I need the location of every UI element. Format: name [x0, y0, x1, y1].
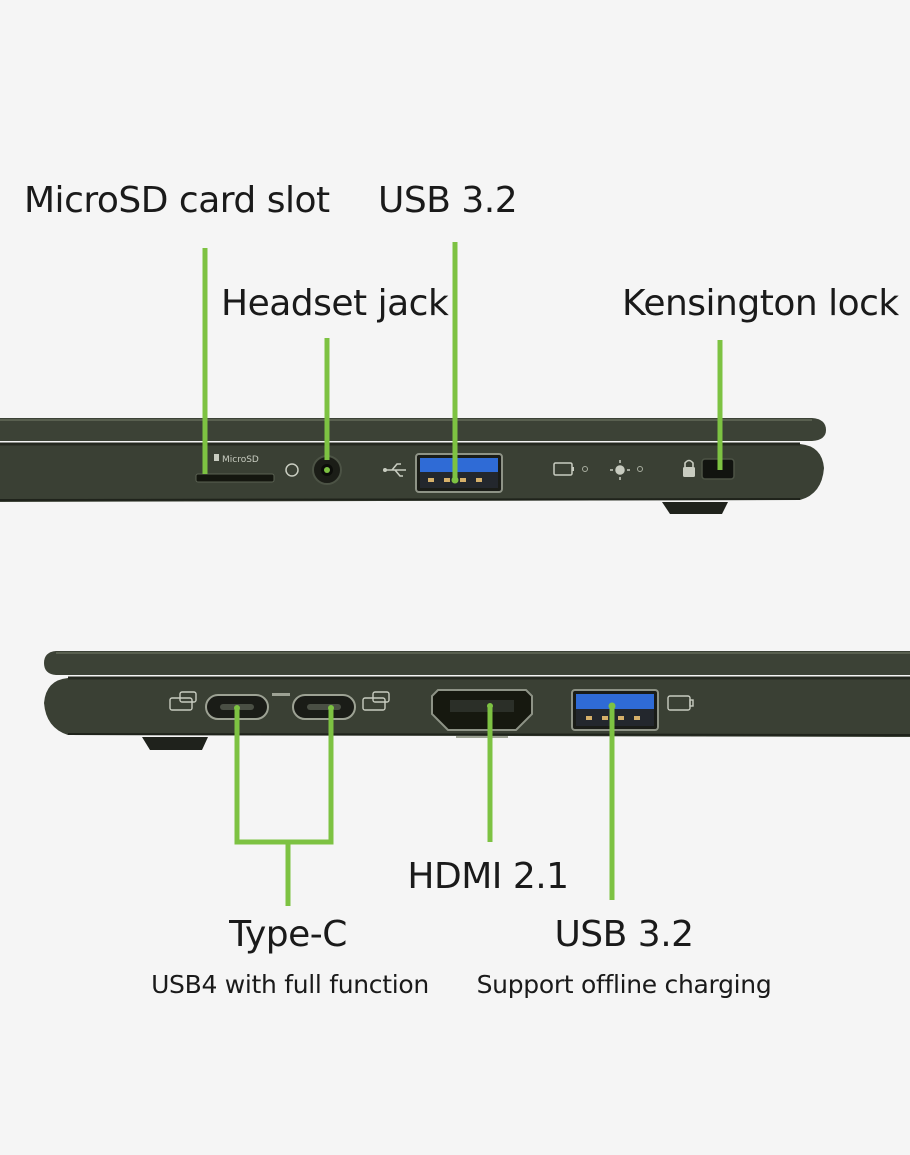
- laptop-left-side: MicroSD: [0, 418, 826, 514]
- headset-icon: [285, 463, 299, 477]
- label-headset: Headset jack: [221, 283, 449, 324]
- usb-icon: [383, 463, 406, 477]
- base-edge: [0, 498, 801, 501]
- label-typec-sub: USB4 with full function: [151, 970, 429, 999]
- microsd-slot: MicroSD: [195, 454, 275, 483]
- laptop-base: [0, 444, 824, 502]
- label-kensington: Kensington lock: [622, 283, 899, 324]
- lock-icon: [683, 459, 695, 477]
- callout-lines: [202, 242, 723, 906]
- type-c-port-2: [292, 694, 356, 720]
- status-indicators: [553, 460, 643, 480]
- laptop-lid-2: [44, 651, 910, 675]
- usb4-icon-left: [169, 691, 197, 711]
- laptop-right-side: [44, 651, 910, 750]
- callout-typec-bracket: [234, 708, 334, 845]
- usb4-icon-right: [362, 691, 390, 711]
- label-hdmi: HDMI 2.1: [407, 856, 569, 897]
- microsd-port-print: MicroSD: [222, 455, 259, 465]
- usb-a-port-bottom: [571, 689, 659, 731]
- label-usb-bottom: USB 3.2: [554, 914, 694, 955]
- label-usb-top: USB 3.2: [378, 180, 518, 221]
- label-usb-bottom-sub: Support offline charging: [476, 970, 772, 999]
- power-off-charging-icon: [667, 695, 694, 711]
- thunderbolt-mark: [272, 693, 290, 696]
- rubber-foot: [662, 502, 728, 514]
- rubber-foot-2: [142, 737, 208, 750]
- power-light-icon: [610, 460, 630, 480]
- laptop-lid: [0, 418, 826, 441]
- label-microsd: MicroSD card slot: [24, 180, 330, 221]
- callout-dots: [234, 467, 616, 711]
- hdmi-port: [431, 689, 533, 738]
- label-typec: Type-C: [229, 914, 347, 955]
- usb-a-port-top: [383, 453, 503, 493]
